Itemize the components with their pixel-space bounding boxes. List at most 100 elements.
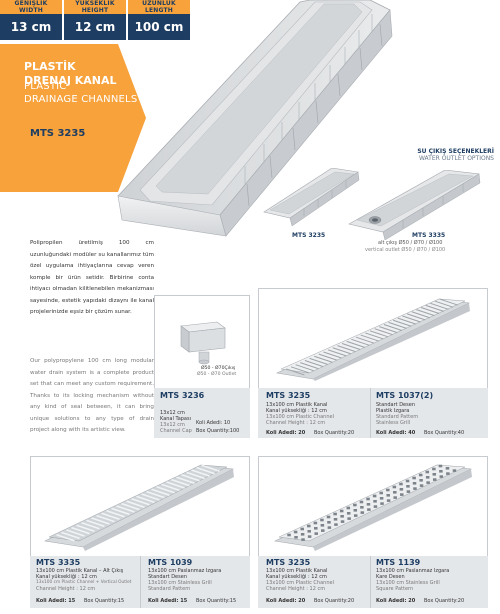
grill-slot [341, 343, 361, 351]
grill-square-hole [313, 521, 318, 525]
grill-slot [416, 309, 435, 317]
grill-square-hole [346, 506, 351, 510]
mts1037-line1: Standart Desen [376, 402, 415, 408]
mts3236-line3: 13x12 cm [160, 422, 185, 428]
mts3335-line3: 13x100 cm Plastic Channel + Vertical Out… [36, 580, 132, 585]
mts3236-info-panel [154, 388, 250, 438]
grill-square-hole [314, 532, 318, 535]
grill-square-hole [425, 470, 430, 474]
channel-outlet-grill-image [44, 464, 234, 551]
outlet-channel-3335-image [348, 170, 481, 240]
mts3236-line4: Channel Cap [160, 428, 192, 434]
mts1039-qty-en: Box Quantity:15 [196, 598, 237, 604]
grill-slot [314, 355, 333, 363]
grill-square-hole [399, 482, 403, 486]
mts3235-1037-info-panel [258, 388, 488, 438]
banner-title-en: PLASTIC DRAINAGE CHANNELS [24, 80, 137, 106]
grill-square-hole [326, 515, 331, 519]
cap-outlet-label-1: Ø50 - Ø70Çıkış [201, 366, 236, 371]
grill-slot [71, 526, 90, 535]
mts3335-qty-en: Box Quantity:15 [84, 598, 125, 604]
mts3235b-line3: 13x100 cm Plastic Channel [266, 580, 334, 586]
grill-slot [106, 510, 125, 518]
banner-title-en-line1: PLASTIC [24, 81, 67, 92]
grill-square-hole [321, 529, 325, 532]
grill-slot [290, 366, 310, 374]
grill-slot [161, 483, 180, 492]
mts1037-title: MTS 1037(2) [376, 391, 434, 400]
grill-square-hole [366, 497, 370, 501]
mts3235-title: MTS 3235 [266, 391, 311, 400]
grill-slot [116, 505, 135, 513]
grill-slot [309, 357, 328, 365]
grill-slot [126, 500, 145, 508]
grill-square-hole [373, 500, 377, 503]
grill-square-hole [300, 527, 304, 531]
outlet-option-1-label: MTS 3235 [292, 232, 326, 239]
mts3235-qty-en: Box Quantity:20 [314, 430, 355, 436]
grill-slot [393, 319, 412, 327]
grill-square-hole [373, 505, 378, 508]
cap-outlet-label-2: Ø50 - Ø70 Outlet [197, 372, 237, 377]
grill-slot [346, 340, 365, 348]
mts1139-line2: Kare Desen [376, 574, 405, 580]
mts3335-line4: Channel Height : 12 cm [36, 586, 96, 592]
mts1139-line4: Square Pattern [376, 586, 414, 592]
grill-square-hole [418, 473, 423, 477]
grill-slot [176, 476, 195, 484]
grill-square-hole [366, 503, 371, 506]
grill-slot [56, 534, 75, 542]
grill-square-hole [406, 485, 410, 488]
grill-square-hole [432, 467, 436, 471]
grill-square-hole [393, 496, 397, 499]
mts1039-line3: 13x100 cm Stainless Grill [148, 580, 212, 586]
main-model-code: MTS 3235 [30, 128, 86, 139]
grill-slot [369, 330, 389, 338]
grill-slot [146, 490, 165, 499]
grill-slot [141, 493, 160, 501]
mts1037-qty-en: Box Quantity:40 [424, 430, 465, 436]
grill-slot [411, 311, 430, 319]
grill-square-hole [327, 526, 332, 529]
grill-slot [201, 464, 220, 472]
grill-square-hole [347, 517, 351, 520]
mts1039-line2: Standart Desen [148, 574, 187, 580]
mts3235b-title: MTS 3235 [266, 558, 311, 567]
grill-square-hole [392, 485, 397, 489]
grill-square-hole [360, 511, 365, 514]
grill-square-hole [327, 521, 331, 524]
grill-square-hole [405, 479, 410, 483]
grill-slot [397, 317, 417, 325]
length-value: 100 cm [128, 14, 190, 40]
grill-slot [86, 519, 105, 528]
grill-square-hole [412, 476, 416, 480]
grill-slot [360, 334, 379, 342]
grill-slot [96, 514, 115, 523]
mts3235-line1: 13x100 cm Plastik Kanal [266, 402, 328, 408]
mts3236-line2: Kanal Tapası [160, 416, 191, 422]
mts3236-qty: Koli Adedi: 10 [196, 420, 231, 426]
grill-square-hole [360, 506, 364, 509]
grill-slot [434, 300, 454, 308]
grill-square-hole [333, 518, 338, 521]
mts3335-line1: 13x100 cm Plastik Kanal – Alt Çıkış [36, 568, 124, 574]
grill-square-hole [379, 497, 384, 500]
grill-square-hole [380, 502, 384, 505]
channel-with-grill-image [275, 298, 471, 381]
outlet-option-2-sub-tr: alt çıkış Ø50 / Ø70 / Ø100 [378, 240, 443, 246]
mts1037-line2: Plastik Izgara [376, 408, 410, 414]
grill-slot [171, 478, 190, 487]
grill-square-hole [333, 512, 337, 516]
grill-slot [365, 332, 384, 340]
grill-square-hole [340, 520, 345, 523]
mts1139-title: MTS 1139 [376, 558, 421, 567]
grill-square-hole [300, 533, 305, 536]
grill-slot [383, 323, 403, 331]
grill-slot [181, 474, 200, 482]
mts3335-title: MTS 3335 [36, 558, 81, 567]
grill-slot [379, 326, 398, 334]
grill-square-hole [393, 491, 397, 494]
description-tr: Polipropilen üretilmiş 100 cm uzunluğund… [30, 240, 154, 315]
grill-square-hole [293, 530, 298, 534]
mts1039-line4: Standard Pattern [148, 586, 191, 592]
